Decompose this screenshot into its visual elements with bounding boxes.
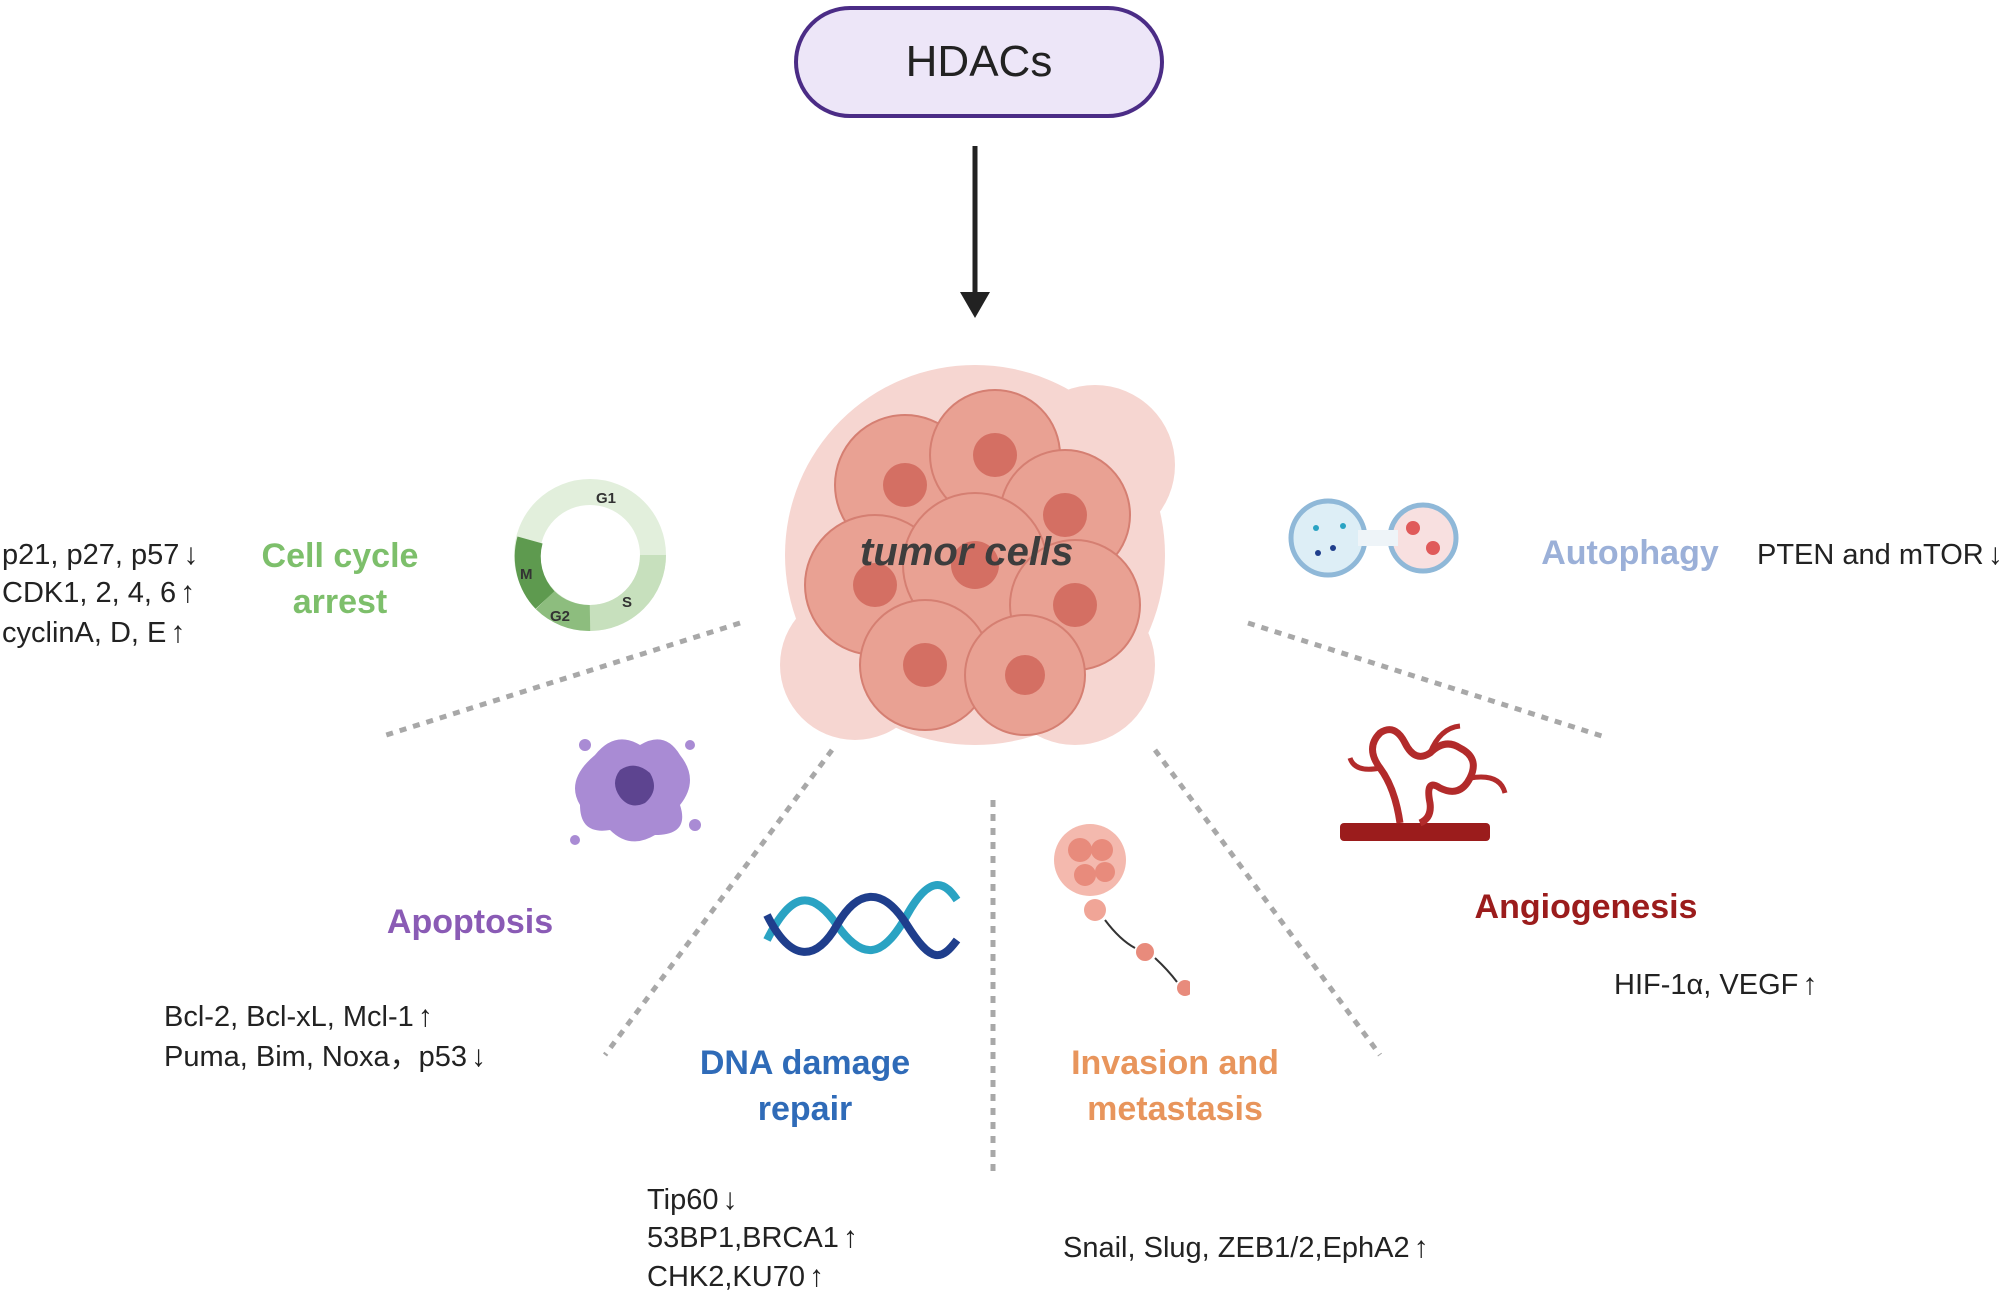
up-arrow-icon: ↑ xyxy=(842,1221,858,1254)
dna-repair-marker: CHK2,KU70↑ xyxy=(647,1260,824,1293)
cell-nucleus xyxy=(1043,493,1087,537)
autophagy-marker: PTEN and mTOR↓ xyxy=(1757,538,2003,571)
dna-repair-marker: Tip60↓ xyxy=(647,1183,738,1216)
autophagosome-icon xyxy=(1288,498,1459,578)
invasion-heading: Invasion and metastasis xyxy=(1055,1040,1295,1132)
apoptosis-heading: Apoptosis xyxy=(386,903,554,941)
cell-nucleus xyxy=(903,643,947,687)
cell-nucleus xyxy=(1005,655,1045,695)
phase-label-g2: G2 xyxy=(550,608,570,625)
dotted-divider-5 xyxy=(1247,620,1606,740)
phase-label-m: M xyxy=(520,566,533,583)
dna-repair-heading: DNA damage repair xyxy=(685,1040,925,1132)
metastasis-cells-icon xyxy=(1054,824,1190,996)
dotted-divider-1 xyxy=(379,620,741,740)
invasion-heading-line2: metastasis xyxy=(1087,1090,1263,1128)
cell-cycle-icon: G1 S G2 M xyxy=(514,479,666,631)
angiogenesis-marker: HIF-1α, VEGF↑ xyxy=(1614,968,1818,1001)
cell-cycle-marker: cyclinA, D, E↑ xyxy=(2,616,186,649)
hdacs-label: HDACs xyxy=(905,37,1053,86)
invasion-marker: Snail, Slug, ZEB1/2,EphA2↑ xyxy=(1063,1231,1429,1264)
cell-nucleus xyxy=(973,433,1017,477)
up-arrow-icon: ↑ xyxy=(808,1260,824,1293)
cell-nucleus xyxy=(883,463,927,507)
up-arrow-icon: ↑ xyxy=(417,1000,433,1033)
down-arrow-icon: ↓ xyxy=(722,1183,738,1216)
cell-cycle-heading: Cell cycle arrest xyxy=(250,533,430,625)
up-arrow-icon: ↑ xyxy=(170,616,186,649)
down-arrow-icon: ↓ xyxy=(471,1040,487,1073)
down-arrow-icon: ↓ xyxy=(183,538,199,571)
apoptosis-marker: Bcl-2, Bcl-xL, Mcl-1↑ xyxy=(164,1000,433,1033)
invasion-heading-line1: Invasion and xyxy=(1071,1044,1279,1082)
cell-cycle-marker: CDK1, 2, 4, 6↑ xyxy=(2,576,196,609)
angiogenesis-heading: Angiogenesis xyxy=(1474,888,1698,926)
cell-nucleus xyxy=(1053,583,1097,627)
tumor-cells-illustration xyxy=(780,365,1175,745)
apoptosis-marker: Puma, Bim, Noxa，p53↓ xyxy=(164,1040,487,1073)
hdacs-box: HDACs xyxy=(794,6,1164,118)
blood-vessel-icon xyxy=(1340,723,1508,841)
down-arrow-icon: ↓ xyxy=(1987,538,2003,571)
autophagy-heading: Autophagy xyxy=(1541,534,1719,572)
dna-repair-marker: 53BP1,BRCA1↑ xyxy=(647,1221,858,1254)
cell-nucleus xyxy=(951,541,999,589)
cell-cycle-marker: p21, p27, p57↓ xyxy=(2,538,199,571)
hdacs-arrow-head xyxy=(960,292,990,318)
cell-nucleus xyxy=(853,563,897,607)
up-arrow-icon: ↑ xyxy=(1413,1231,1429,1264)
phase-label-g1: G1 xyxy=(596,490,616,507)
dna-helix-icon xyxy=(763,881,961,959)
dna-repair-heading-line1: DNA damage xyxy=(699,1044,911,1082)
apoptotic-cell-icon xyxy=(570,739,701,845)
up-arrow-icon: ↑ xyxy=(1802,968,1818,1001)
phase-label-s: S xyxy=(622,594,632,611)
dna-repair-heading-line2: repair xyxy=(757,1090,853,1128)
cell-cycle-heading-line2: arrest xyxy=(292,583,388,621)
up-arrow-icon: ↑ xyxy=(180,576,196,609)
cell-cycle-heading-line1: Cell cycle xyxy=(261,537,419,575)
tumor-cells-label: tumor cells xyxy=(860,530,1074,574)
